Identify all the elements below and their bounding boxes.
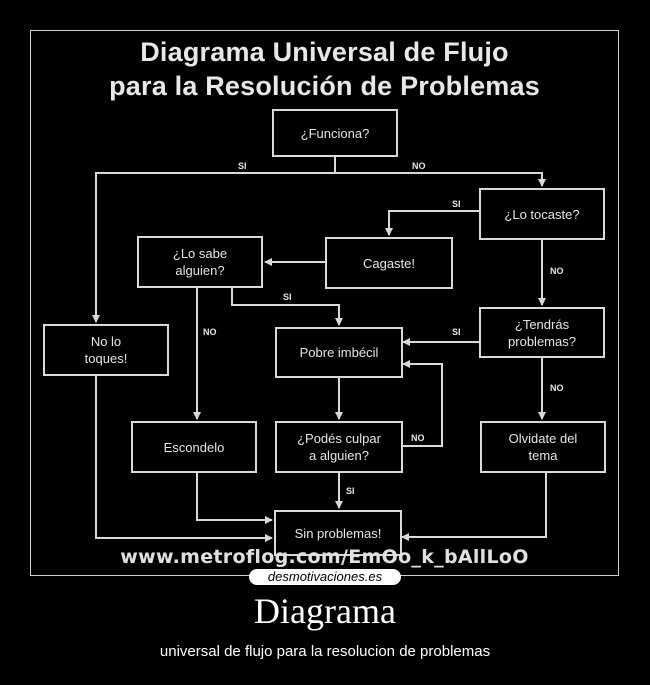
label-culpar-si: SI xyxy=(346,486,355,496)
poster-subcaption: universal de flujo para la resolucion de… xyxy=(159,643,491,660)
label-sabe-no: NO xyxy=(203,327,217,337)
edge-culpar-no xyxy=(402,360,443,447)
label-tendras-no: NO xyxy=(550,383,564,393)
node-pobre: Pobre imbécil xyxy=(275,327,403,378)
label-tocaste-no: NO xyxy=(550,266,564,276)
edge-sabe-si xyxy=(231,288,343,326)
edge-funciona-no xyxy=(335,172,546,187)
watermark-url: www.metroflog.com/EmOo_k_bAllLoO xyxy=(120,546,529,568)
node-escondelo: Escondelo xyxy=(131,421,257,473)
edge-tocaste-si xyxy=(385,210,479,236)
node-no-toques: No lo toques! xyxy=(43,324,169,376)
poster-caption: Diagrama xyxy=(254,591,396,631)
node-funciona: ¿Funciona? xyxy=(272,109,398,157)
brand-logo[interactable]: desmotivaciones.es xyxy=(249,569,401,585)
label-culpar-no: NO xyxy=(411,433,425,443)
edge-olvidate-sin xyxy=(401,473,547,541)
label-funciona-no: NO xyxy=(412,161,426,171)
edge-escondelo-sin xyxy=(196,473,273,524)
node-tocaste: ¿Lo tocaste? xyxy=(479,188,605,240)
node-tendras: ¿Tendrás problemas? xyxy=(479,307,605,358)
label-tendras-si: SI xyxy=(452,327,461,337)
edge-notoques-sin xyxy=(95,376,273,542)
label-sabe-si: SI xyxy=(283,292,292,302)
node-sabe: ¿Lo sabe alguien? xyxy=(137,236,263,288)
diagram-title-line2: para la Resolución de Problemas xyxy=(109,71,540,101)
node-sin-problemas: Sin problemas! xyxy=(274,510,402,556)
label-tocaste-si: SI xyxy=(452,199,461,209)
node-olvidate: Olvidate del tema xyxy=(480,421,606,473)
node-cagaste: Cagaste! xyxy=(325,237,453,289)
diagram-title-line1: Diagrama Universal de Flujo xyxy=(140,37,509,67)
edge-funciona-si xyxy=(92,172,335,323)
node-culpar: ¿Podés culpar a alguien? xyxy=(275,421,403,473)
label-funciona-si: SI xyxy=(238,161,247,171)
